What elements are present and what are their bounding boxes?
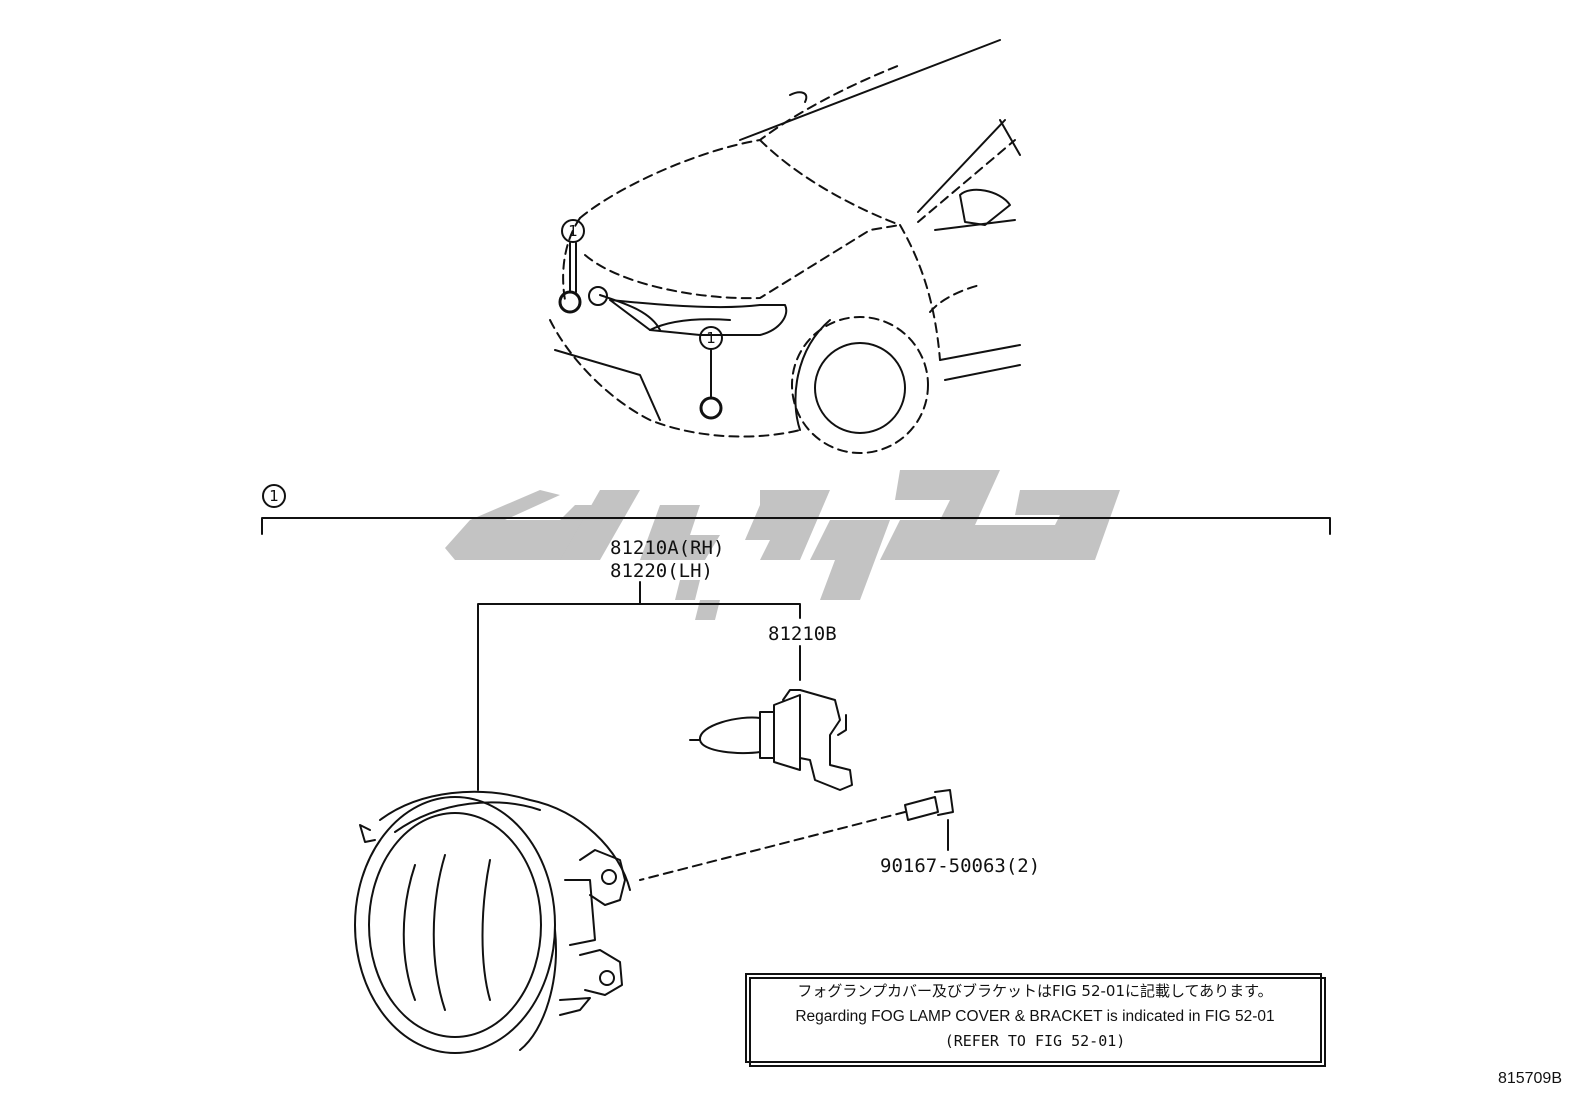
callout-number: 1 — [568, 222, 578, 240]
leader-line-lamp — [477, 581, 641, 791]
callout-bubble-lower: 1 — [699, 326, 723, 350]
watermark-logo — [445, 470, 1120, 620]
figure-id: 815709B — [1498, 1070, 1562, 1087]
part-number-bulb: 81210B — [768, 623, 837, 645]
screw-illustration — [904, 789, 954, 851]
part-number-lamp-rh: 81210A(RH) — [610, 537, 724, 559]
leader-line-bulb-branch — [639, 603, 801, 619]
callout-number: 1 — [706, 329, 716, 347]
part-number-lamp-lh: 81220(LH) — [610, 560, 713, 582]
bulb-illustration — [689, 689, 853, 791]
callout-number: 1 — [269, 487, 279, 505]
callout-bubble-upper: 1 — [561, 219, 585, 243]
screw-installation-line — [639, 811, 906, 881]
vehicle-front-illustration — [549, 39, 1021, 454]
part-number-screw: 90167-50063(2) — [880, 855, 1040, 877]
note-english: Regarding FOG LAMP COVER & BRACKET is in… — [795, 1008, 1274, 1025]
assembly-bracket: 1 — [261, 484, 1331, 535]
note-japanese: フォグランプカバー及びブラケットはFIG 52-01に記載してあります。 — [797, 982, 1272, 1000]
note-reference: (REFER TO FIG 52-01) — [945, 1032, 1126, 1050]
fog-lamp-illustration — [354, 790, 631, 1054]
reference-note-box: フォグランプカバー及びブラケットはFIG 52-01に記載してあります。 Reg… — [745, 973, 1326, 1067]
